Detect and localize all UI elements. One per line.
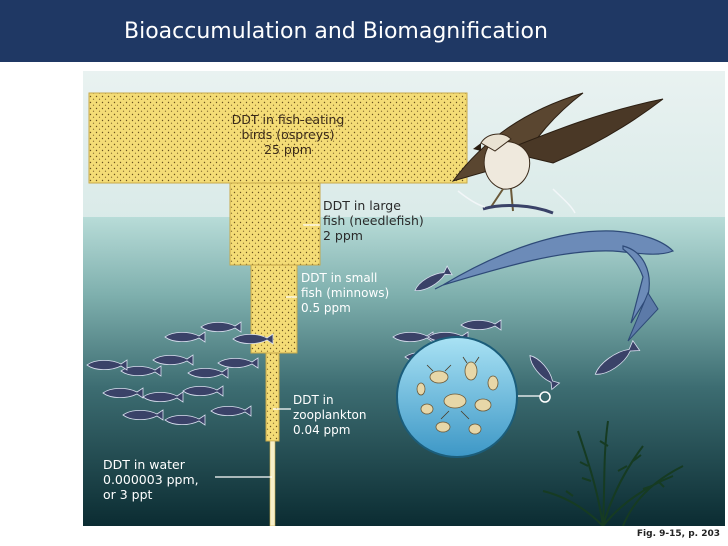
needlefish — [434, 230, 675, 342]
slide-title: Bioaccumulation and Biomagnification — [124, 19, 548, 44]
minnow-label-ppm: 0.5 ppm — [301, 301, 351, 315]
zooplankton-label-ppm: 0.04 ppm — [293, 423, 351, 437]
osprey — [451, 92, 664, 215]
minnow-label: DDT in small fish (minnows) 0.5 ppm — [301, 271, 389, 316]
water-level-bar — [269, 440, 276, 526]
minnow-school — [86, 321, 274, 426]
osprey-label: DDT in fish-eating birds (ospreys) 25 pp… — [213, 112, 363, 157]
ddt-pyramid — [88, 92, 468, 526]
water-label: DDT in water 0.000003 ppm, or 3 ppt — [103, 457, 199, 502]
needlefish-label-ppm: 2 ppm — [323, 228, 363, 243]
osprey-label-line1: DDT in fish-eating — [231, 112, 345, 127]
water-label-line3: or 3 ppt — [103, 487, 153, 502]
diagram-svg — [83, 71, 725, 526]
water-label-line1: DDT in water — [103, 457, 185, 472]
needlefish-level-box — [229, 182, 321, 266]
osprey-label-ppm: 25 ppm — [264, 142, 312, 157]
figure-caption: Fig. 9-15, p. 203 — [636, 529, 720, 539]
zooplankton-bubble — [396, 336, 551, 458]
minnow-label-line2: fish (minnows) — [301, 286, 390, 300]
leader-lines — [215, 224, 541, 478]
needlefish-label: DDT in large fish (needlefish) 2 ppm — [323, 198, 424, 243]
zooplankton-label: DDT in zooplankton 0.04 ppm — [293, 393, 367, 438]
minnow-label-line1: DDT in small — [301, 271, 378, 285]
water-label-line2: 0.000003 ppm, — [103, 472, 199, 487]
needlefish-label-line2: fish (needlefish) — [323, 213, 424, 228]
zooplankton-label-line1: DDT in — [293, 393, 334, 407]
title-bar: Bioaccumulation and Biomagnification — [0, 0, 728, 62]
biomagnification-diagram: DDT in fish-eating birds (ospreys) 25 pp… — [83, 71, 725, 526]
zooplankton-label-line2: zooplankton — [293, 408, 367, 422]
needlefish-label-line1: DDT in large — [323, 198, 401, 213]
zooplankton-level-box — [265, 352, 280, 442]
osprey-label-line2: birds (ospreys) — [241, 127, 335, 142]
seaweed — [542, 420, 684, 526]
